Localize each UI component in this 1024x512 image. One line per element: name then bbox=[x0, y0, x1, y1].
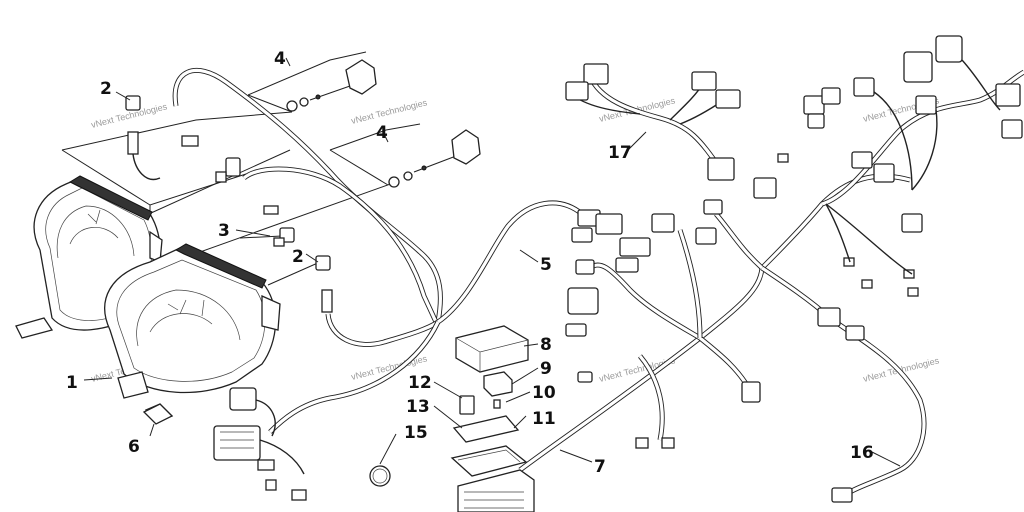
callout-numbers: 1 2 2 3 4 4 5 6 7 8 9 10 11 12 13 15 16 … bbox=[66, 49, 874, 477]
callout-13: 13 bbox=[406, 397, 430, 417]
headlight-harness bbox=[172, 67, 651, 501]
callout-11: 11 bbox=[532, 409, 556, 429]
callout-7: 7 bbox=[594, 457, 606, 477]
callout-2: 2 bbox=[100, 79, 112, 99]
callout-10: 10 bbox=[532, 383, 556, 403]
callout-8: 8 bbox=[540, 335, 552, 355]
callout-17: 17 bbox=[608, 143, 632, 163]
callout-16: 16 bbox=[850, 443, 874, 463]
adjuster-upper bbox=[286, 59, 377, 112]
callout-12: 12 bbox=[408, 373, 432, 393]
sub-harness bbox=[565, 63, 741, 181]
leader-lines bbox=[83, 57, 901, 467]
adjuster-lower bbox=[388, 129, 481, 188]
callout-9: 9 bbox=[540, 359, 552, 379]
callout-5: 5 bbox=[540, 255, 552, 275]
guide-lines bbox=[61, 51, 421, 286]
callout-1: 1 bbox=[66, 373, 78, 393]
callout-15: 15 bbox=[404, 423, 428, 443]
main-harness bbox=[518, 35, 1024, 503]
callout-4: 4 bbox=[376, 123, 388, 143]
callout-4: 4 bbox=[274, 49, 286, 69]
callout-2: 2 bbox=[292, 247, 304, 267]
callout-6: 6 bbox=[128, 437, 140, 457]
callout-3: 3 bbox=[218, 221, 230, 241]
watermark-text: vNext Technologies bbox=[598, 355, 676, 384]
headlight-front bbox=[104, 243, 281, 423]
electrical-components bbox=[142, 325, 535, 512]
watermark-text: vNext Technologies bbox=[350, 97, 428, 126]
